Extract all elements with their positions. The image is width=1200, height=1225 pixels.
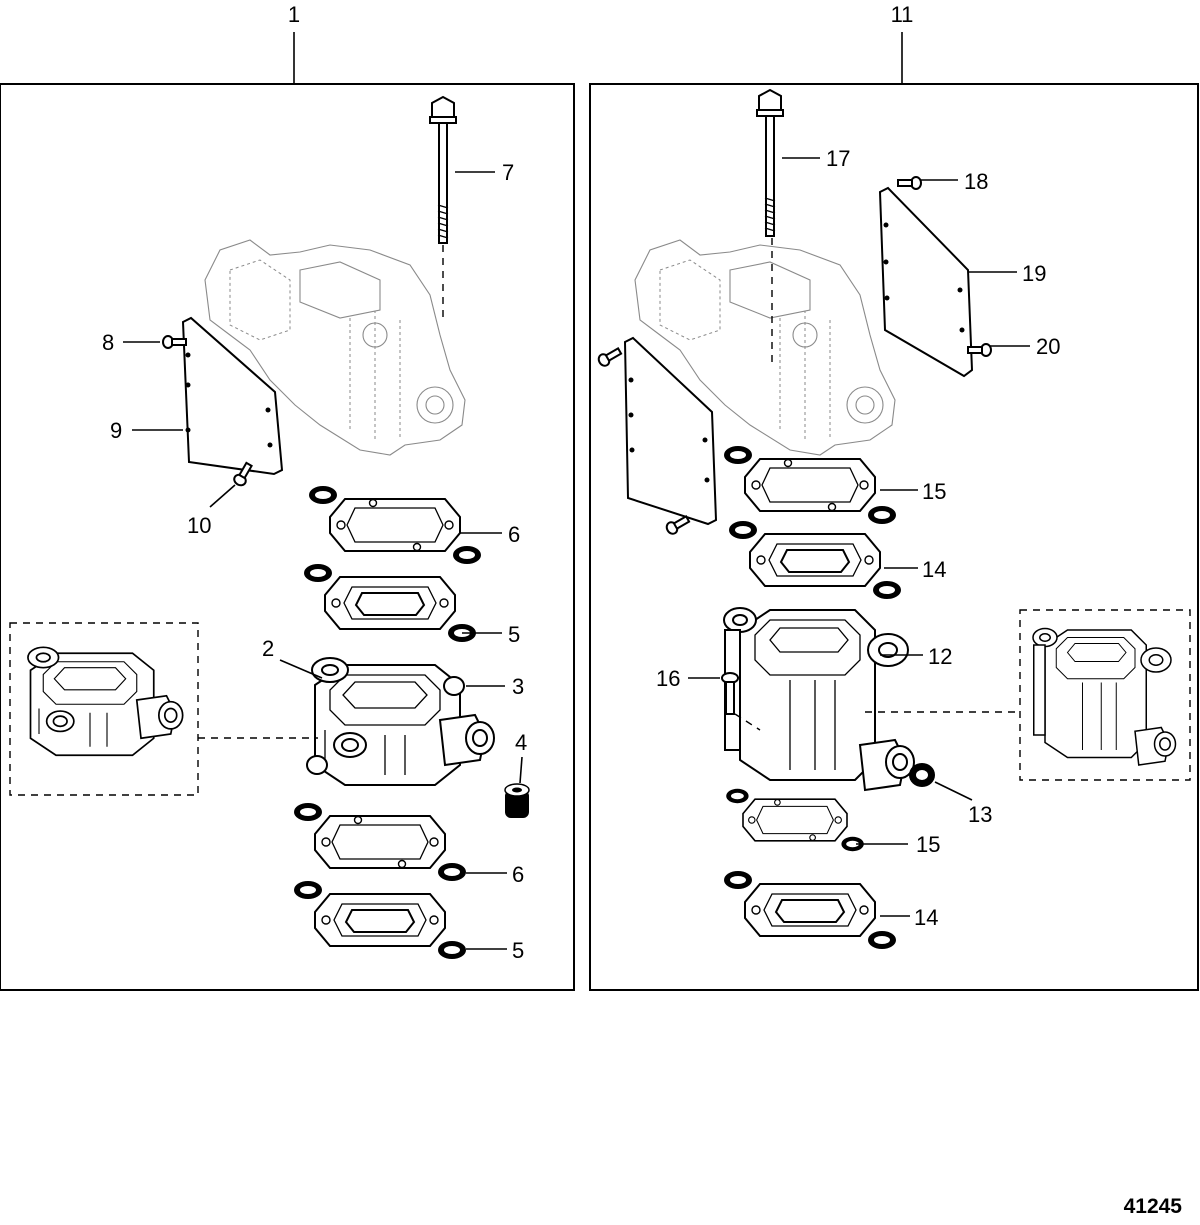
part-17-bolt (756, 89, 784, 237)
right-alternate-view-box (1019, 609, 1191, 781)
right-panel: 11 17 18 19 20 15 (589, 2, 1199, 991)
callout-7: 7 (502, 160, 514, 185)
part-7-bolt (429, 96, 457, 244)
part-screw-lower-left (663, 512, 692, 537)
callout-10: 10 (187, 513, 211, 538)
callout-13: 13 (968, 802, 992, 827)
callout-15-upper: 15 (922, 479, 946, 504)
callout-5-upper: 5 (508, 622, 520, 647)
callout-12: 12 (928, 644, 952, 669)
part-12-exhaust-elbow (723, 607, 915, 791)
part-19-cover-plate (878, 186, 974, 378)
part-15-gasket-upper (723, 445, 897, 525)
callout-14-upper: 14 (922, 557, 946, 582)
left-alternate-view-box (9, 622, 199, 796)
part-15-gasket-lower (725, 787, 865, 853)
part-5-gasket-lower (293, 880, 467, 960)
part-9-cover-plate (181, 316, 284, 476)
callout-9: 9 (110, 418, 122, 443)
left-panel: 1 7 9 8 10 6 5 2 (0, 2, 575, 991)
callout-18: 18 (964, 169, 988, 194)
part-3-plug (443, 676, 465, 696)
callout-6-lower: 6 (512, 862, 524, 887)
part-14-gasket-lower (723, 870, 897, 950)
callout-3: 3 (512, 674, 524, 699)
part-4-fitting (504, 783, 530, 818)
part-8-screw (162, 335, 187, 349)
right-panel-frame (589, 83, 1199, 991)
callout-2: 2 (262, 636, 274, 661)
callout-6-upper: 6 (508, 522, 520, 547)
part-13-fitting (909, 763, 935, 787)
callout-16: 16 (656, 666, 680, 691)
part-6-gasket-upper (308, 485, 482, 565)
part-cover-plate-left (623, 336, 718, 526)
callout-4: 4 (515, 730, 527, 755)
part-3-plug-lower (306, 755, 328, 775)
part-6-gasket-lower (293, 802, 467, 882)
part-16-bolt (721, 672, 739, 715)
part-14-gasket-upper (728, 520, 902, 600)
left-panel-frame (0, 83, 575, 991)
callout-8: 8 (102, 330, 114, 355)
right-alternate-view-elbow (1032, 627, 1177, 766)
callout-19: 19 (1022, 261, 1046, 286)
callout-17: 17 (826, 146, 850, 171)
assembly-1-label: 1 (288, 2, 300, 27)
callout-14-lower: 14 (914, 905, 938, 930)
callout-5-lower: 5 (512, 938, 524, 963)
part-5-gasket-upper (303, 563, 477, 643)
assembly-11-label: 11 (891, 2, 914, 27)
callout-15-lower: 15 (916, 832, 940, 857)
part-screw-upper-left (595, 344, 624, 369)
part-2-exhaust-elbow (311, 657, 495, 786)
callout-20: 20 (1036, 334, 1060, 359)
part-18-screw (897, 176, 922, 190)
left-alternate-view-elbow (27, 646, 184, 757)
figure-number: 41245 (1124, 1195, 1183, 1218)
